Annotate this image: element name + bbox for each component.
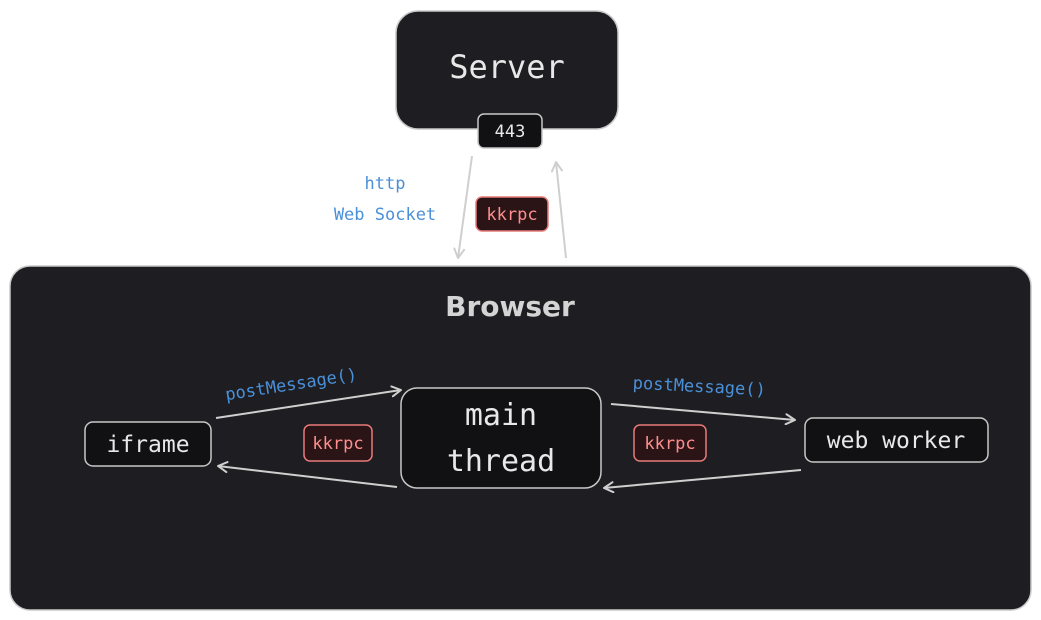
kkrpc-badge-right-label: kkrpc (644, 434, 695, 454)
kkrpc-badge-left-label: kkrpc (312, 434, 363, 454)
main-thread-box (400, 387, 602, 489)
kkrpc-badge-right (633, 424, 707, 462)
web-worker-box (804, 417, 989, 463)
main-thread-label-line1: main (465, 398, 537, 433)
arrow-iframe-to-main (215, 385, 402, 419)
server-title: Server (449, 48, 565, 86)
arrow-server-to-browser (453, 155, 473, 259)
iframe-node: iframe (84, 421, 212, 467)
main-thread-node: main thread (400, 387, 602, 489)
arrow-main-to-iframe (217, 461, 398, 488)
kkrpc-badge-left (303, 424, 373, 462)
kkrpc-badge-server (475, 196, 549, 232)
port-label: 443 (495, 122, 526, 142)
arrow-browser-to-server (550, 161, 567, 259)
iframe-box (84, 421, 212, 467)
arrow-main-to-worker (610, 403, 796, 426)
server-node: Server 443 (395, 10, 619, 149)
websocket-label: Web Socket (334, 205, 436, 225)
kkrpc-badge-server-label: kkrpc (486, 205, 537, 225)
web-worker-node: web worker (804, 417, 989, 463)
browser-title: Browser (445, 290, 575, 323)
web-worker-label: web worker (827, 428, 965, 454)
port-badge (477, 113, 543, 149)
iframe-label: iframe (106, 432, 189, 458)
http-label: http (365, 174, 406, 194)
arrow-worker-to-main (603, 469, 802, 494)
main-thread-label-line2: thread (447, 444, 555, 479)
